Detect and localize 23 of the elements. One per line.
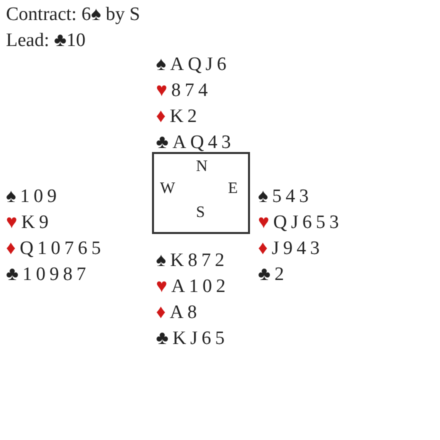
card-holding: ♣AQ43 [156,131,235,155]
contract-heading: Contract: 6♠ by S [6,4,140,26]
card-holding: ♣2 [258,263,288,287]
card-holding: ♦Q10765 [6,237,105,261]
card-holding: ♠AQJ6 [156,53,230,77]
card-holding: ♥QJ653 [258,211,343,235]
compass-box [152,152,250,234]
card-holding: ♥A102 [156,275,230,299]
compass-letter: S [196,204,205,222]
compass-letter: W [160,180,176,198]
card-holding: ♠109 [6,185,61,209]
card-holding: ♦A8 [156,301,201,325]
opening-lead-text: Lead: ♣10 [6,30,86,52]
card-holding: ♣KJ65 [156,327,229,351]
compass-letter: N [196,158,208,176]
card-holding: ♦K2 [156,105,201,129]
compass-letter: E [228,180,238,198]
card-holding: ♦J943 [258,237,324,261]
card-holding: ♥K9 [6,211,53,235]
card-holding: ♣10987 [6,263,90,287]
card-holding: ♠K872 [156,249,228,273]
card-holding: ♥874 [156,79,212,103]
card-holding: ♠543 [258,185,313,209]
